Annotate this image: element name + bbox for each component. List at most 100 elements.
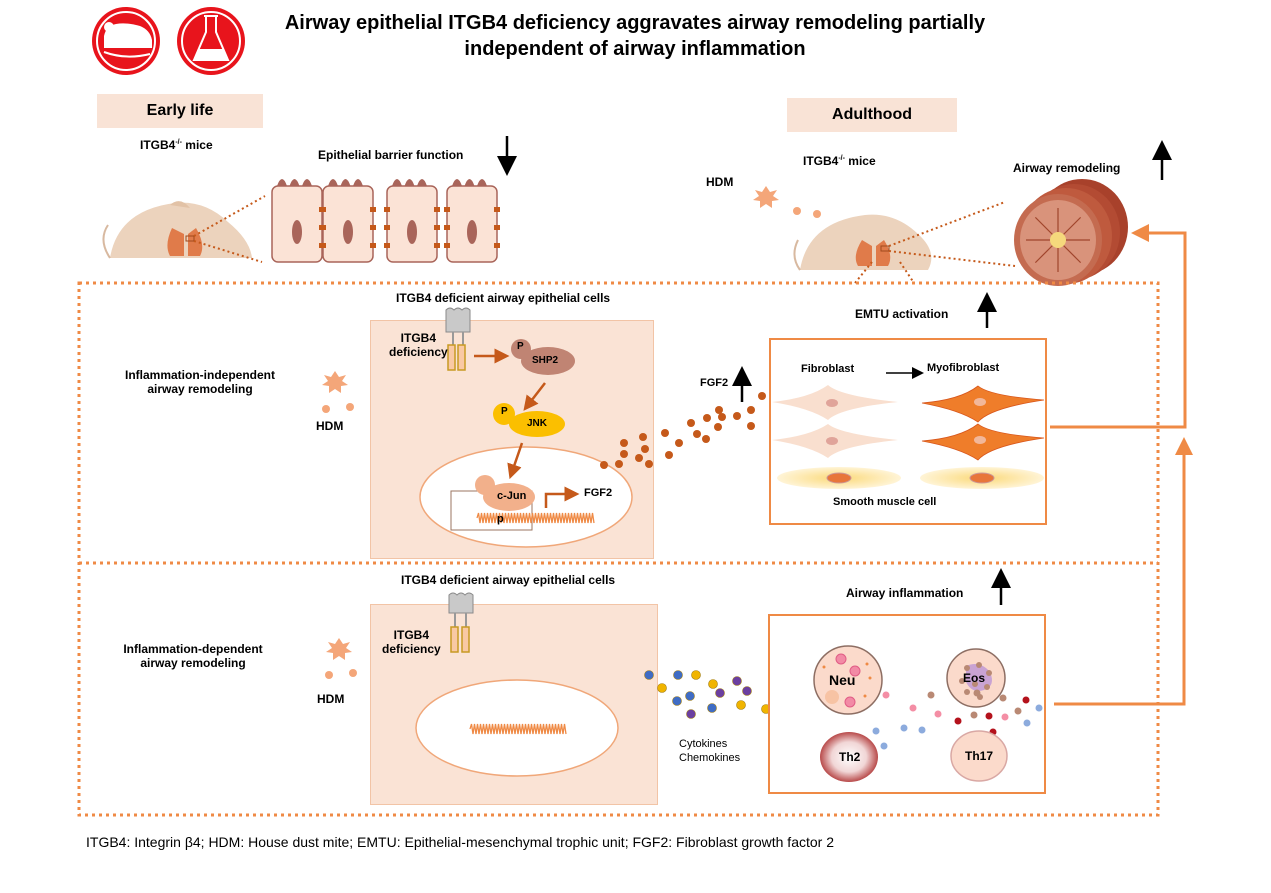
tight-junction xyxy=(384,207,390,212)
fgf2-dot xyxy=(665,451,673,459)
myofibroblast-cell xyxy=(921,385,1045,423)
eos-granule xyxy=(984,684,990,690)
tight-junction xyxy=(320,225,326,230)
fgf2-dot xyxy=(675,439,683,447)
tight-junction xyxy=(370,207,376,212)
cytokine-dot xyxy=(644,670,654,680)
eos-label: Eos xyxy=(963,671,986,685)
stage-early-life: Early life xyxy=(97,94,263,128)
cilia xyxy=(328,179,338,186)
inflammation-independent-label: Inflammation-independent airway remodeli… xyxy=(100,368,300,396)
eos-granule xyxy=(972,681,978,687)
fgf2-dot xyxy=(687,419,695,427)
tight-junction xyxy=(320,207,326,212)
title-line-1: Airway epithelial ITGB4 deficiency aggra… xyxy=(284,12,986,34)
hdm-allergen-icon-panel2 xyxy=(325,638,357,679)
cell-title-panel2: ITGB4 deficient airway epithelial cells xyxy=(401,573,616,587)
fgf2-dot xyxy=(715,406,723,414)
epithelial-cell xyxy=(384,179,440,263)
cilia xyxy=(289,179,300,186)
cytokines-label: Cytokines Chemokines xyxy=(679,737,740,765)
fgf2-dot xyxy=(693,430,701,438)
emtu-activation-label: EMTU activation xyxy=(855,307,949,321)
cell-title-panel1: ITGB4 deficient airway epithelial cells xyxy=(396,291,611,305)
eos-granule xyxy=(964,665,970,671)
airway-crosssection-illustration xyxy=(1014,179,1128,286)
tight-junction xyxy=(370,225,376,230)
fgf2-dot xyxy=(702,435,710,443)
fgf2-dot xyxy=(703,414,711,422)
fgf2-dot xyxy=(758,392,766,400)
neu-label: Neu xyxy=(829,672,856,688)
eos-granule xyxy=(977,694,983,700)
fgf2-dot xyxy=(639,433,647,441)
fgf2-dot xyxy=(620,439,628,447)
hdm-label-adult: HDM xyxy=(706,175,734,189)
integrin-receptor-icon xyxy=(448,592,474,653)
label-line-1: ITGB4 xyxy=(400,331,437,345)
tight-junction xyxy=(494,207,500,212)
epithelial-cell xyxy=(444,179,500,263)
epithelial-cells-illustration xyxy=(271,179,500,263)
label-line-1: ITGB4 xyxy=(393,628,430,642)
smooth-muscle-cell xyxy=(920,467,1044,489)
tight-junction xyxy=(434,225,440,230)
mice-suffix: mice xyxy=(181,138,213,152)
jnk-label: JNK xyxy=(527,418,548,429)
label-line-1: Cytokines xyxy=(679,738,728,750)
abbreviations-footer: ITGB4: Integrin β4; HDM: House dust mite… xyxy=(86,834,834,850)
eosinophil-cell xyxy=(946,648,1006,708)
th17-label: Th17 xyxy=(965,749,994,763)
mice-gene: ITGB4 xyxy=(140,138,176,152)
mediator-dot xyxy=(909,704,917,712)
cilia xyxy=(417,179,427,186)
mediator-dot xyxy=(970,711,978,719)
cytokine-dot xyxy=(742,686,752,696)
fgf2-dot xyxy=(661,429,669,437)
fgf2-dot xyxy=(747,406,755,414)
mediator-dot xyxy=(1001,713,1009,721)
cilia xyxy=(464,179,475,186)
hdm-allergen-icon-panel1 xyxy=(322,371,354,413)
smooth-muscle-cell xyxy=(777,467,901,489)
label-line-2: deficiency xyxy=(382,642,441,656)
cell-nucleus xyxy=(467,220,477,244)
label-line-2: Chemokines xyxy=(679,752,741,764)
tight-junction xyxy=(444,225,450,230)
mediator-dot xyxy=(882,691,890,699)
figure-title: Airway epithelial ITGB4 deficiency aggra… xyxy=(250,10,1020,62)
eos-granule xyxy=(976,662,982,668)
hdm-label-panel2: HDM xyxy=(317,692,345,706)
cytokine-dot xyxy=(691,670,701,680)
hdm-allergen-icon xyxy=(753,186,821,218)
fibroblast-cell xyxy=(772,385,898,420)
fibroblast-cell xyxy=(772,424,898,458)
flask-icon xyxy=(177,7,245,75)
early-mouse-illustration xyxy=(102,195,266,263)
dna-strand xyxy=(469,723,567,735)
eos-granule xyxy=(959,678,965,684)
cilia xyxy=(353,179,363,186)
barrier-function-label: Epithelial barrier function xyxy=(318,148,464,162)
neutrophil-cell xyxy=(813,645,883,715)
fgf2-dot xyxy=(635,454,643,462)
cilia xyxy=(302,179,312,186)
title-line-2: independent of airway inflammation xyxy=(464,38,806,60)
itgb4-deficiency-label-panel2: ITGB4 deficiency xyxy=(382,628,441,656)
cytokine-dot xyxy=(672,696,682,706)
fgf2-dot xyxy=(641,445,649,453)
airway-remodeling-label: Airway remodeling xyxy=(1013,161,1121,175)
early-mice-label: ITGB4-/- mice xyxy=(140,138,213,152)
cytokine-dot xyxy=(657,683,667,693)
airway-inflammation-label: Airway inflammation xyxy=(846,586,964,600)
cilia xyxy=(340,179,351,186)
epithelial-cell xyxy=(271,179,325,263)
mediator-dot xyxy=(985,712,993,720)
mediator-dot xyxy=(918,726,926,734)
label-line-2: airway remodeling xyxy=(140,656,246,670)
inflammation-dependent-label: Inflammation-dependent airway remodeling xyxy=(93,642,293,670)
fibroblast-label: Fibroblast xyxy=(801,363,855,375)
cell-nucleus xyxy=(407,220,417,244)
tight-junction xyxy=(384,225,390,230)
